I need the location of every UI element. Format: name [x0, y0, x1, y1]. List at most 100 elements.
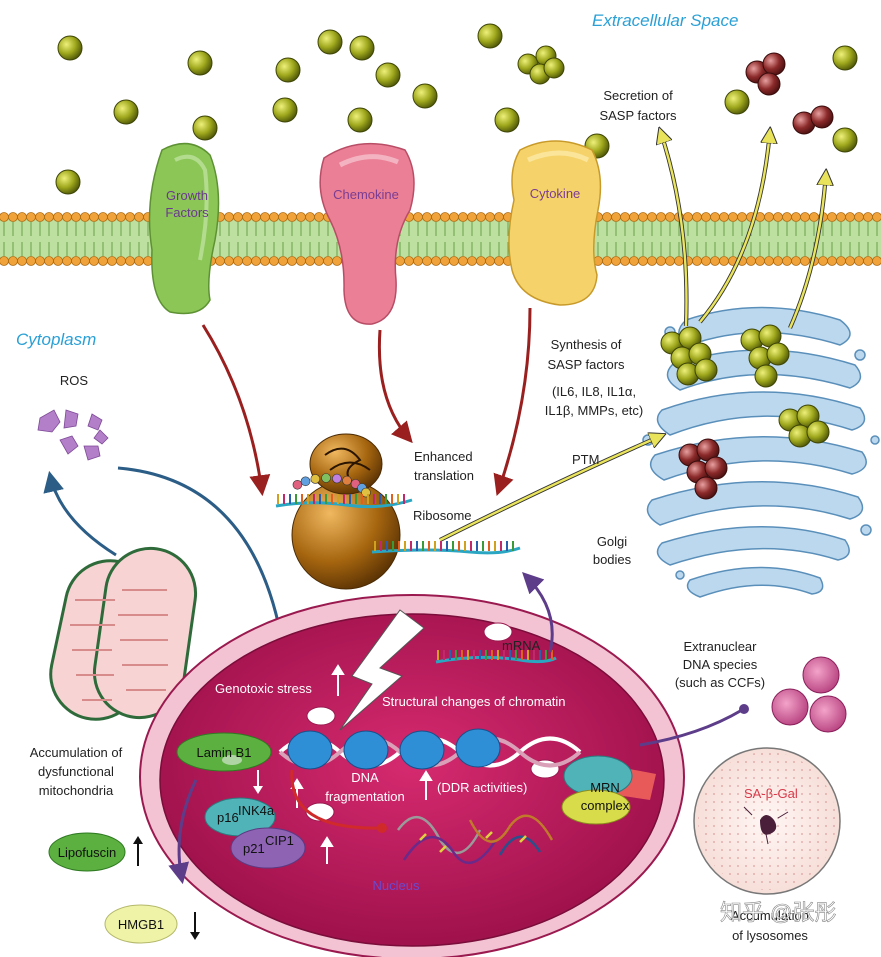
extranuclear-label-2: DNA species	[683, 657, 758, 672]
ptm-label: PTM	[572, 452, 599, 467]
lipid-head	[278, 256, 288, 266]
synthesis-label-2: SASP factors	[547, 357, 625, 372]
lipid-head	[278, 212, 288, 222]
lipid-head	[854, 256, 864, 266]
lipid-head	[800, 212, 810, 222]
lipid-head	[422, 212, 432, 222]
lipid-head	[773, 212, 783, 222]
enhanced-translation-label: Enhanced	[414, 449, 473, 464]
mrna-label: mRNA	[502, 638, 541, 653]
lipid-head	[260, 212, 270, 222]
ddr-pathway-arrow	[290, 769, 381, 830]
lipid-head	[305, 256, 315, 266]
lipid-head	[467, 212, 477, 222]
lipid-head	[98, 256, 108, 266]
lipid-head	[836, 212, 846, 222]
nuclear-mrna	[435, 650, 557, 664]
secretion-arrows-fill	[439, 130, 826, 542]
lipid-head	[413, 256, 423, 266]
extracellular-space-label: Extracellular Space	[592, 11, 738, 30]
lipid-head	[773, 256, 783, 266]
lipid-head	[440, 212, 450, 222]
lipid-head	[107, 256, 117, 266]
lipid-head	[467, 256, 477, 266]
lipid-head	[0, 256, 9, 266]
p16-superscript: INK4a	[238, 803, 275, 818]
lamin-b1: Lamin B1	[176, 732, 272, 772]
lipid-head	[116, 256, 126, 266]
dna-fragmentation-label-2: fragmentation	[325, 789, 405, 804]
lipid-head	[314, 212, 324, 222]
lipid-head	[710, 212, 720, 222]
sa-beta-gal-label: SA-β-Gal	[744, 786, 798, 801]
golgi-label-2: bodies	[593, 552, 632, 567]
lipid-head	[35, 212, 45, 222]
cytoplasm-label: Cytoplasm	[16, 330, 96, 349]
lipid-head	[692, 256, 702, 266]
receptor-signal-arrows	[201, 307, 532, 497]
lipid-head	[134, 256, 144, 266]
amino-acid	[342, 475, 352, 486]
lipid-head	[611, 256, 621, 266]
lipid-head	[323, 256, 333, 266]
lipid-head	[44, 256, 54, 266]
lipid-head	[395, 256, 405, 266]
lysosome-label: Accumulation	[731, 908, 809, 923]
synthesis-label-4: IL1β, MMPs, etc)	[545, 403, 644, 418]
lipid-head	[602, 256, 612, 266]
lipid-head	[791, 212, 801, 222]
lipid-head	[440, 256, 450, 266]
lipid-head	[458, 256, 468, 266]
lipid-head	[422, 256, 432, 266]
lipid-head	[602, 212, 612, 222]
p16-protein: p16 INK4a	[204, 797, 276, 837]
ddr-label: (DDR activities)	[437, 780, 527, 795]
lipid-head	[89, 256, 99, 266]
lipofuscin-label: Lipofuscin	[58, 845, 117, 860]
lipid-head	[485, 256, 495, 266]
lipid-head	[224, 256, 234, 266]
p21-label: p21	[243, 841, 265, 856]
lipid-head	[620, 212, 630, 222]
lipid-head	[305, 212, 315, 222]
amino-acid	[332, 473, 342, 484]
lipid-head	[764, 256, 774, 266]
cytokine-label: Cytokine	[530, 186, 581, 201]
mrn-label-2: complex	[581, 798, 630, 813]
lipid-head	[827, 256, 837, 266]
dna-damage-bolt-icon	[339, 609, 425, 731]
lipid-head	[791, 256, 801, 266]
extranuclear-label-3: (such as CCFs)	[675, 675, 765, 690]
dna-fragmentation-label: DNA	[351, 770, 379, 785]
lipid-head	[863, 212, 873, 222]
ribosome	[275, 433, 413, 590]
lipid-head	[845, 256, 855, 266]
lipid-head	[233, 212, 243, 222]
lipid-head	[413, 212, 423, 222]
lipid-head	[809, 212, 819, 222]
lipid-head	[449, 256, 459, 266]
genotoxic-stress-arrow	[117, 466, 294, 665]
lipid-head	[314, 256, 324, 266]
lipid-head	[665, 212, 675, 222]
lipid-head	[269, 256, 279, 266]
lipid-head	[53, 212, 63, 222]
lipid-head	[107, 212, 117, 222]
golgi-red-cluster	[678, 438, 728, 500]
lipid-head	[746, 256, 756, 266]
lipid-head	[494, 212, 504, 222]
ros-particles	[37, 409, 109, 461]
ros-label: ROS	[60, 373, 89, 388]
lipid-head	[260, 256, 270, 266]
lipid-head	[872, 212, 881, 222]
lipid-head	[62, 256, 72, 266]
lipid-head	[17, 256, 27, 266]
lipid-head	[404, 256, 414, 266]
lipid-head	[863, 256, 873, 266]
lipid-head	[854, 212, 864, 222]
lipid-head	[665, 256, 675, 266]
lipid-head	[0, 212, 9, 222]
lysosome-label-2: of lysosomes	[732, 928, 808, 943]
lipid-head	[125, 256, 135, 266]
